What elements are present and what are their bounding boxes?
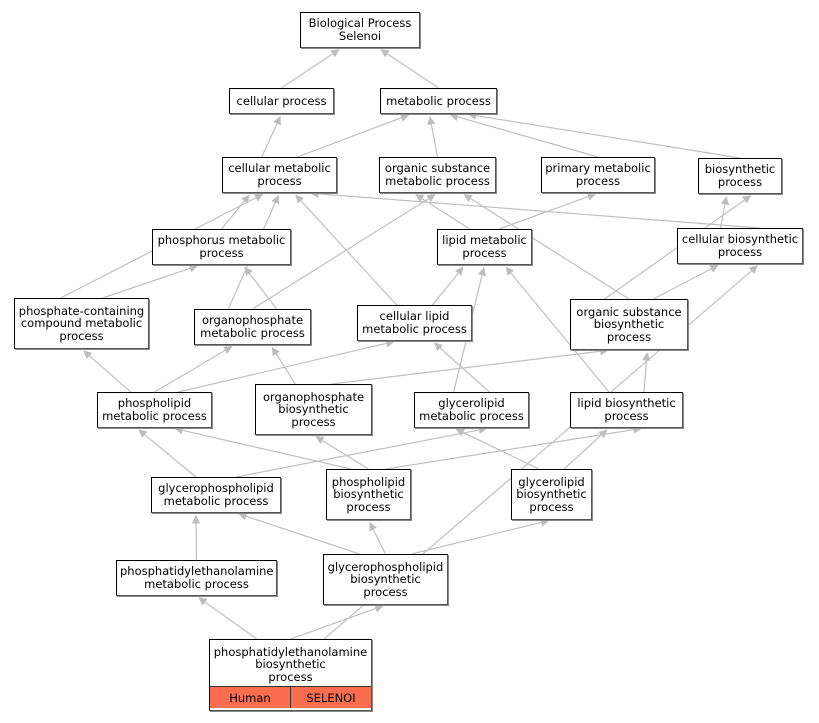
is-a-edge xyxy=(411,518,550,555)
is-a-edge xyxy=(83,350,132,393)
go-term-label: phospholipid metabolic process xyxy=(102,396,207,423)
go-term-label: glycerophospholipid metabolic process xyxy=(158,481,274,508)
go-term-label: organophosphate metabolic process xyxy=(200,313,305,340)
is-a-edge xyxy=(455,428,540,470)
is-a-edge xyxy=(719,196,730,229)
is-a-edge xyxy=(154,346,233,393)
go-term-node[interactable]: glycerolipid metabolic process xyxy=(414,392,529,428)
is-a-edge xyxy=(198,597,258,640)
go-term-label: biosynthetic process xyxy=(704,162,776,189)
is-a-edge xyxy=(431,266,464,306)
go-term-node[interactable]: phosphorus metabolic process xyxy=(152,229,291,265)
is-a-edge xyxy=(261,115,281,158)
go-term-node[interactable]: phospholipid metabolic process xyxy=(97,392,212,428)
is-a-edge xyxy=(310,189,760,229)
go-term-label: phosphorus metabolic process xyxy=(157,233,286,260)
go-term-label: cellular lipid metabolic process xyxy=(362,309,467,336)
go-term-node[interactable]: organic substance biosynthetic process xyxy=(570,299,688,350)
gene-organism-cell[interactable]: Human xyxy=(210,687,291,709)
go-term-label: glycerolipid biosynthetic process xyxy=(516,474,587,514)
gene-symbol-cell[interactable]: SELENOI xyxy=(291,687,371,709)
go-term-label: primary metabolic process xyxy=(545,161,651,188)
go-term-node[interactable]: biosynthetic process xyxy=(698,158,782,194)
go-term-node[interactable]: glycerolipid biosynthetic process xyxy=(511,469,592,520)
go-term-node[interactable]: cellular process xyxy=(229,88,334,114)
go-term-label: phosphatidylethanolamine metabolic proce… xyxy=(120,564,274,591)
go-term-node[interactable]: lipid metabolic process xyxy=(437,229,532,265)
is-a-edge xyxy=(505,266,610,393)
is-a-edge xyxy=(221,194,250,230)
is-a-edge xyxy=(433,342,490,393)
go-term-node[interactable]: cellular lipid metabolic process xyxy=(357,305,472,341)
go-term-node[interactable]: cellular metabolic process xyxy=(222,157,337,193)
go-term-label: glycerophospholipid biosynthetic process xyxy=(327,559,444,599)
is-a-edge xyxy=(427,116,439,158)
go-term-label: lipid metabolic process xyxy=(442,233,527,260)
go-term-node[interactable]: glycerophospholipid biosynthetic process xyxy=(323,554,448,605)
go-term-label: cellular biosynthetic process xyxy=(681,232,799,259)
go-term-label: lipid biosynthetic process xyxy=(577,396,676,423)
is-a-edge xyxy=(138,429,197,478)
is-a-edge xyxy=(415,194,471,230)
is-a-edge xyxy=(236,425,488,478)
go-term-node[interactable]: Biological Process Selenoi xyxy=(300,12,420,48)
is-a-edge xyxy=(380,49,439,89)
is-a-edge xyxy=(174,426,352,470)
is-a-edge xyxy=(252,194,436,310)
go-term-node[interactable]: phosphatidylethanolamine metabolic proce… xyxy=(116,560,277,596)
go-term-node[interactable]: phospholipid biosynthetic process xyxy=(326,469,411,520)
is-a-edge xyxy=(191,515,201,561)
go-term-node[interactable]: organic substance metabolic process xyxy=(379,157,496,193)
is-a-edge xyxy=(102,264,198,299)
is-a-edge xyxy=(281,49,340,89)
go-term-label: phosphatidylethanolamine biosynthetic pr… xyxy=(213,644,368,684)
go-term-node[interactable]: metabolic process xyxy=(380,88,497,114)
go-term-label: phosphate-containing compound metabolic … xyxy=(18,303,145,343)
go-term-label: glycerolipid metabolic process xyxy=(419,396,524,423)
go-term-node[interactable]: phosphate-containing compound metabolic … xyxy=(14,298,149,349)
go-term-node[interactable]: lipid biosynthetic process xyxy=(570,392,683,428)
go-term-label: organic substance biosynthetic process xyxy=(576,304,682,344)
go-term-node[interactable]: glycerophospholipid metabolic process xyxy=(151,477,281,513)
go-term-node[interactable]: phosphatidylethanolamine biosynthetic pr… xyxy=(209,639,372,711)
go-term-node[interactable]: organophosphate biosynthetic process xyxy=(255,384,372,435)
is-a-edge xyxy=(467,111,741,159)
is-a-edge xyxy=(385,425,642,470)
is-a-edge xyxy=(315,436,369,470)
is-a-edge xyxy=(297,113,410,158)
is-a-edge xyxy=(449,112,599,158)
go-term-label: organic substance metabolic process xyxy=(384,161,491,188)
go-term-label: cellular process xyxy=(236,93,327,108)
is-a-edge xyxy=(563,429,608,470)
is-a-edge xyxy=(331,347,609,385)
go-term-node[interactable]: organophosphate metabolic process xyxy=(194,309,311,345)
go-term-node[interactable]: cellular biosynthetic process xyxy=(677,228,803,264)
go-term-label: Biological Process Selenoi xyxy=(308,16,412,43)
is-a-edge xyxy=(653,264,719,300)
go-term-label: cellular metabolic process xyxy=(228,161,331,188)
is-a-edge xyxy=(238,512,360,555)
is-a-edge xyxy=(463,194,630,300)
go-term-label: organophosphate biosynthetic process xyxy=(262,389,365,429)
go-term-label: metabolic process xyxy=(386,93,491,108)
go-term-node[interactable]: primary metabolic process xyxy=(541,157,655,193)
is-a-edge xyxy=(271,346,296,385)
is-a-edge xyxy=(244,266,278,310)
is-a-edge xyxy=(178,339,395,393)
is-a-edge xyxy=(642,352,651,393)
is-a-edge xyxy=(290,604,384,640)
is-a-edge xyxy=(369,521,387,555)
go-term-label: phospholipid biosynthetic process xyxy=(331,474,406,514)
